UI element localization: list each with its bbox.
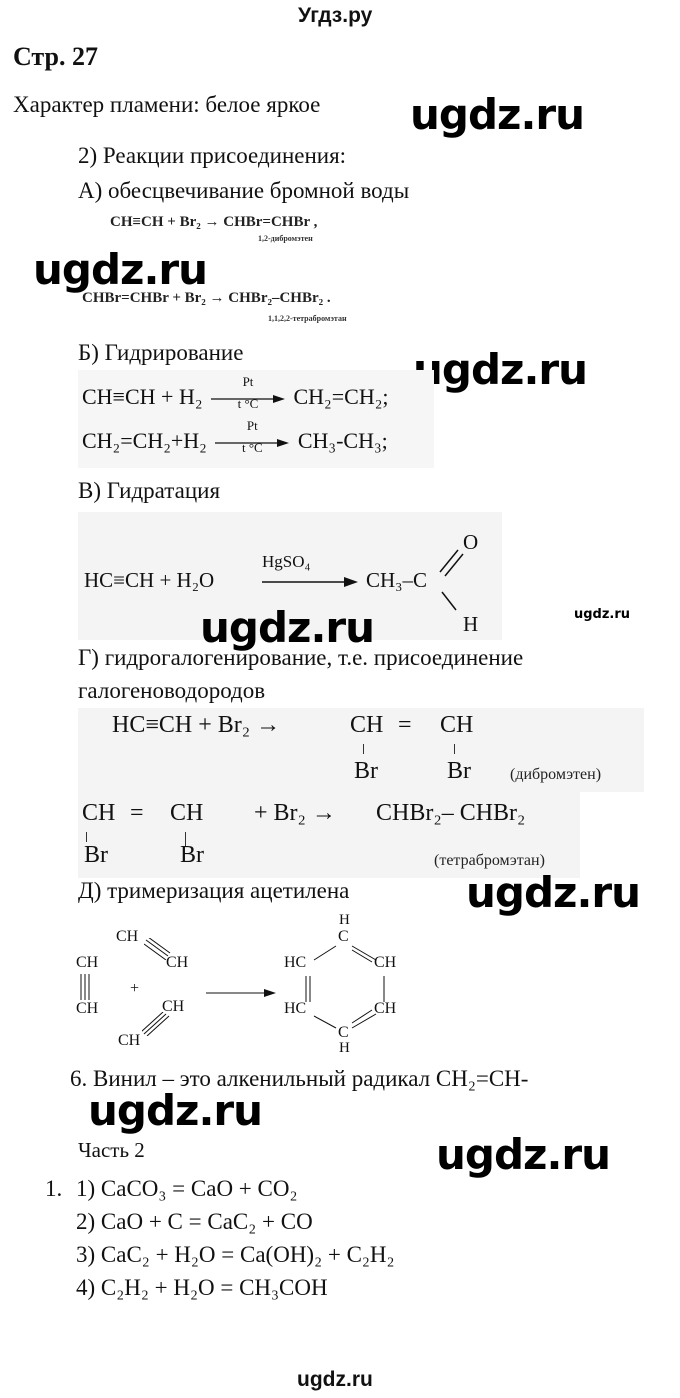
c-label: C: [338, 1024, 349, 1041]
bond-line: [363, 744, 364, 754]
part2-number: 1.: [45, 1176, 63, 1201]
watermark: ugdz.ru: [436, 1130, 611, 1179]
equation-g1-equals: =: [398, 712, 412, 738]
hydrogenation-box: [78, 370, 434, 468]
equation-g2-right: CHBr₂– CHBr₂: [376, 800, 526, 826]
watermark: ugdz.ru: [466, 868, 641, 917]
c-label: C: [338, 928, 349, 945]
part2-title: Часть 2: [78, 1138, 145, 1162]
equation-a1-note: 1,2-дибромэтен: [258, 234, 313, 243]
flame-text: Характер пламени: белое яркое: [13, 92, 321, 117]
reaction-arrow-icon: [262, 577, 358, 587]
triple-bond-icon: [80, 974, 90, 1000]
equation-g2-mid: + Br₂ →: [254, 800, 336, 826]
watermark-small: ugdz.ru: [574, 607, 631, 622]
bond-line: [185, 832, 186, 846]
equation-v-left: HC≡CH + H₂O: [84, 568, 215, 592]
equation-b1-left: CH≡CH + H₂: [82, 384, 203, 409]
condition-label: t °C: [237, 395, 259, 411]
bromine-label: Br: [447, 758, 471, 784]
equation-b1-right: CH₂=CH₂;: [293, 384, 389, 409]
equation-g2-note: (тетрабромэтан): [434, 852, 545, 869]
h-label: H: [339, 1040, 350, 1056]
subsection-d-title: Д) тримеризация ацетилена: [78, 878, 350, 903]
watermark: ugdz.ru: [88, 1086, 263, 1135]
triple-bond-icon: [144, 938, 171, 960]
item-6-text: 6. Винил – это алкенильный радикал CH₂=C…: [70, 1066, 529, 1091]
watermark: ugdz.ru: [413, 345, 588, 394]
benzene-ring-icon: [305, 945, 385, 1029]
ch-label: CH: [118, 1032, 141, 1049]
ch-label: CH: [76, 1000, 99, 1017]
bromine-label: Br: [180, 842, 204, 868]
ch-label: CH: [162, 998, 185, 1015]
ch-label: CH: [374, 1000, 397, 1017]
hydration-box: [78, 512, 502, 640]
equation-b2-left: CH₂=CH₂+H₂: [82, 428, 207, 453]
equation-a1: CH≡CH + Br₂ → CHBr=CHBr ,: [110, 214, 318, 230]
ch-label: CH: [116, 928, 139, 945]
bond-line: [454, 744, 455, 754]
equation-a2-note: 1,1,2,2-тетрабромэтан: [268, 314, 347, 323]
ch-label: CH: [166, 954, 189, 971]
catalyst-label: Pt: [242, 373, 254, 389]
equation-b2: CH₂=CH₂+H₂ Pt t °C CH₃-CH₃;: [82, 418, 388, 455]
equation-g2-ch1: CH: [82, 800, 116, 826]
h-label: H: [339, 912, 350, 928]
equation-b2-right: CH₃-CH₃;: [297, 428, 388, 453]
bromine-label: Br: [84, 842, 108, 868]
subsection-a-title: А) обесцвечивание бромной воды: [78, 178, 410, 203]
subsection-v-title: В) Гидратация: [78, 478, 221, 503]
oxygen-label: O: [463, 530, 479, 554]
equation-g2-ch2: CH: [170, 800, 204, 826]
hydrohalogenation-box-2: [78, 792, 580, 878]
equation-g1-ch2: CH: [440, 712, 474, 738]
part2-equation-2: 2) CaO + C = CaC₂ + CO: [76, 1209, 313, 1234]
section-title: 2) Реакции присоединения:: [78, 143, 347, 168]
watermark: ugdz.ru: [33, 245, 208, 294]
equation-a2: CHBr=CHBr + Br₂ → CHBr₂–CHBr₂ .: [82, 290, 331, 306]
ch-label: CH: [374, 954, 397, 971]
bond-line: [86, 832, 87, 842]
equation-g1-left: HC≡CH + Br₂ →: [112, 712, 281, 738]
catalyst-label: Pt: [246, 417, 258, 433]
trimerization-diagram: CH CH CH CH + CH CH HC HC C H CH CH C H: [76, 912, 476, 1060]
bromine-label: Br: [354, 758, 378, 784]
site-header-title: Угдз.ру: [298, 4, 373, 27]
equation-b1: CH≡CH + H₂ Pt t °C CH₂=CH₂;: [82, 374, 389, 411]
subsection-g-title-line2: галогеноводородов: [78, 678, 266, 703]
watermark: ugdz.ru: [410, 90, 585, 139]
reaction-arrow-icon: Pt t °C: [211, 374, 285, 411]
equation-g1-note: (дибромэтен): [510, 766, 602, 783]
reaction-arrow-icon: [206, 989, 276, 997]
part2-equation-4: 4) C₂H₂ + H₂O = CH₃COH: [76, 1275, 328, 1300]
subsection-b-title: Б) Гидрирование: [78, 340, 244, 365]
page-label: Стр. 27: [13, 42, 98, 71]
part2-equation-1: 1) CaCO₃ = CaO + CO₂: [76, 1176, 298, 1201]
hydrohalogenation-box-1: [78, 708, 644, 792]
ch-label: CH: [76, 954, 99, 971]
catalyst-label: HgSO₄: [262, 552, 311, 571]
equation-v-right: CH₃–C: [366, 568, 428, 592]
subsection-g-title-line1: Г) гидрогалогенирование, т.е. присоедине…: [78, 645, 524, 670]
aldehyde-bonds-icon: [439, 549, 464, 611]
part2-equation-3: 3) CaC₂ + H₂O = Ca(OH)₂ + C₂H₂: [76, 1242, 395, 1267]
hydrogen-label: H: [463, 612, 479, 636]
site-footer-title: ugdz.ru: [297, 1368, 373, 1391]
hc-label: HC: [284, 954, 307, 971]
reaction-arrow-icon: Pt t °C: [215, 418, 290, 455]
triple-bond-icon: [142, 1012, 170, 1036]
equation-g2-equals: =: [130, 800, 144, 826]
plus-sign: +: [130, 980, 140, 997]
condition-label: t °C: [241, 439, 263, 455]
equation-g1-ch1: CH: [350, 712, 384, 738]
hc-label: HC: [284, 1000, 307, 1017]
watermark: ugdz.ru: [200, 603, 375, 652]
